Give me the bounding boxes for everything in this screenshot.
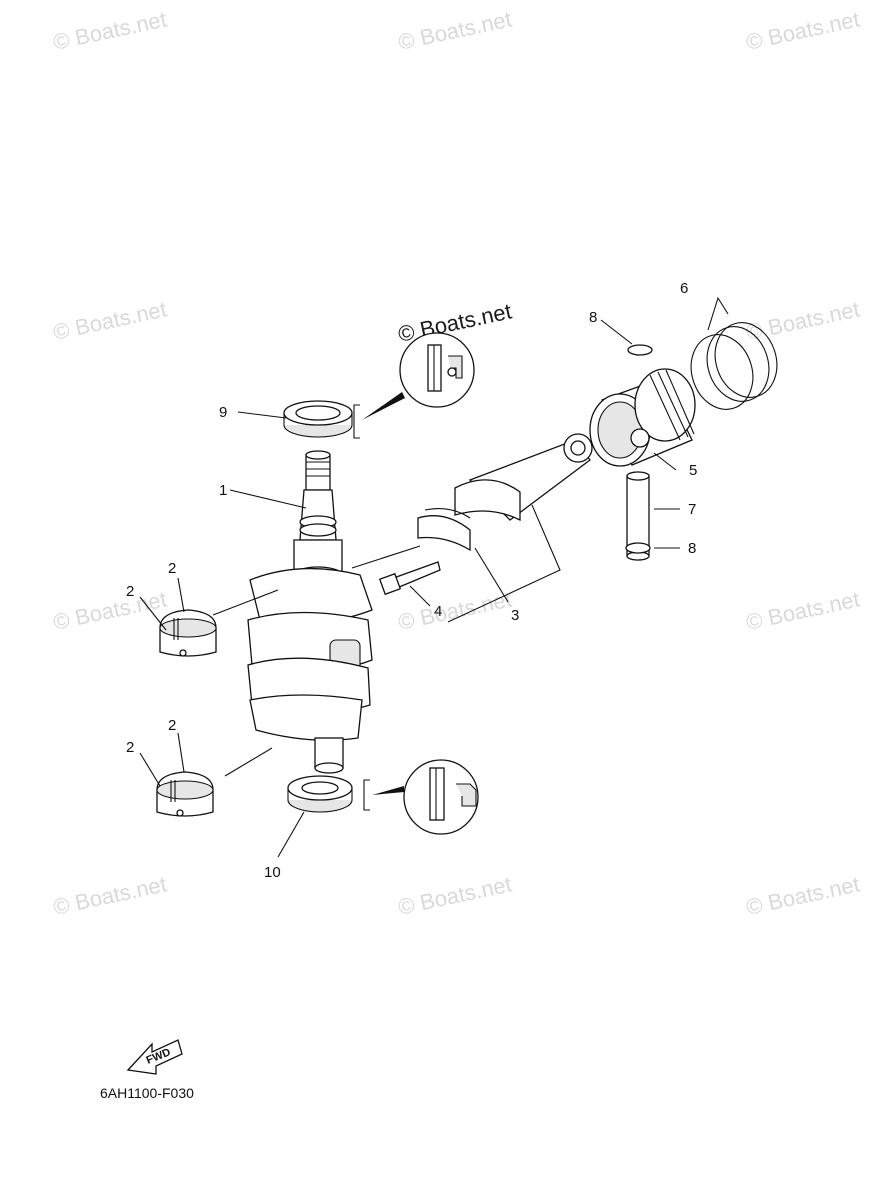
callout-8: 8 (688, 540, 696, 557)
watermark: © Boats.net (396, 6, 514, 54)
callout-3: 3 (511, 607, 519, 624)
piston (589, 368, 696, 467)
callout-2: 2 (126, 583, 134, 600)
bearing-upper (159, 609, 217, 657)
leader-lines (139, 296, 729, 858)
connecting-rod (417, 433, 593, 552)
piston-pin (626, 471, 650, 561)
detail-bubble-lower (363, 759, 479, 835)
piston-ring-set (690, 322, 778, 410)
bolt (378, 561, 441, 596)
callouts: 1 2 2 2 2 3 4 5 6 7 8 8 9 10 (126, 280, 697, 881)
watermark: © Boats.net (51, 296, 169, 344)
crankshaft (247, 450, 373, 774)
watermark: © Boats.net (744, 586, 862, 634)
detail-bubble-upper (353, 332, 475, 439)
watermark: © Boats.net (744, 6, 862, 54)
fwd-arrow-icon: FWD (126, 1039, 183, 1075)
watermark: © Boats.net (744, 871, 862, 919)
callout-1: 1 (219, 482, 227, 499)
callout-4: 4 (434, 603, 442, 620)
callout-6: 6 (680, 280, 688, 297)
callout-5: 5 (689, 462, 697, 479)
watermark: © Boats.net (51, 871, 169, 919)
watermark: © Boats.net (51, 6, 169, 54)
callout-9: 9 (219, 404, 227, 421)
diagram-code: 6AH1100-F030 (100, 1085, 194, 1101)
oil-seal-upper (283, 400, 353, 438)
callout-7: 7 (688, 501, 696, 518)
bearing-lower (156, 771, 214, 817)
circlip-bottom (625, 542, 651, 554)
circlip-top (627, 344, 653, 356)
watermark: © Boats.net (744, 296, 862, 344)
callout-2: 2 (168, 717, 176, 734)
callout-8: 8 (589, 309, 597, 326)
watermark: © Boats.net (396, 871, 514, 919)
callout-10: 10 (264, 864, 281, 881)
oil-seal-lower (287, 775, 353, 813)
watermark: © Boats.net (396, 586, 514, 634)
callout-2: 2 (126, 739, 134, 756)
callout-2: 2 (168, 560, 176, 577)
